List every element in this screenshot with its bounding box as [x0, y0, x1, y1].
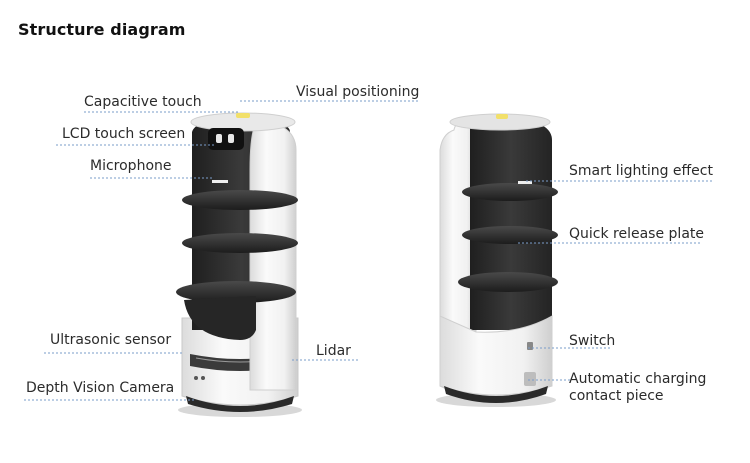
label-depth-vision-camera: Depth Vision Camera — [26, 380, 175, 396]
charging-contact — [524, 372, 536, 386]
power-switch — [527, 342, 533, 350]
microphone-strip — [212, 180, 228, 183]
lcd-touch-screen — [208, 128, 244, 150]
right-tray-1 — [462, 183, 558, 201]
right-tray-3 — [458, 272, 558, 292]
label-automatic-charging: Automatic charging — [569, 371, 707, 387]
right-tray-2 — [462, 226, 558, 244]
left-tray-1 — [182, 190, 298, 210]
label-ultrasonic-sensor: Ultrasonic sensor — [50, 332, 172, 348]
lcd-eye-right — [228, 134, 234, 143]
label-microphone: Microphone — [90, 158, 172, 174]
label-capacitive-touch: Capacitive touch — [84, 94, 202, 110]
left-tray-3 — [176, 281, 296, 303]
left-robot — [176, 112, 302, 417]
label-visual-positioning: Visual positioning — [296, 84, 420, 100]
label-lidar: Lidar — [316, 343, 351, 359]
left-tray-2 — [182, 233, 298, 253]
label-smart-lighting-effect: Smart lighting effect — [569, 163, 713, 179]
left-robot-spine — [249, 119, 297, 391]
label-contact-piece: contact piece — [569, 388, 664, 404]
smart-lighting-strip — [518, 181, 532, 184]
label-switch: Switch — [569, 333, 616, 349]
label-lcd-touch-screen: LCD touch screen — [62, 126, 186, 142]
leader-lines — [24, 100, 712, 401]
visual-positioning-sensor — [236, 113, 250, 118]
right-robot — [436, 113, 558, 407]
right-robot-inner-column — [470, 117, 552, 330]
lcd-eye-left — [216, 134, 222, 143]
label-quick-release-plate: Quick release plate — [569, 226, 704, 242]
depth-camera-lens — [194, 376, 198, 380]
left-robot-base-bottom — [186, 396, 294, 412]
right-visual-sensor — [496, 114, 508, 119]
diagram-title: Structure diagram — [18, 20, 186, 39]
